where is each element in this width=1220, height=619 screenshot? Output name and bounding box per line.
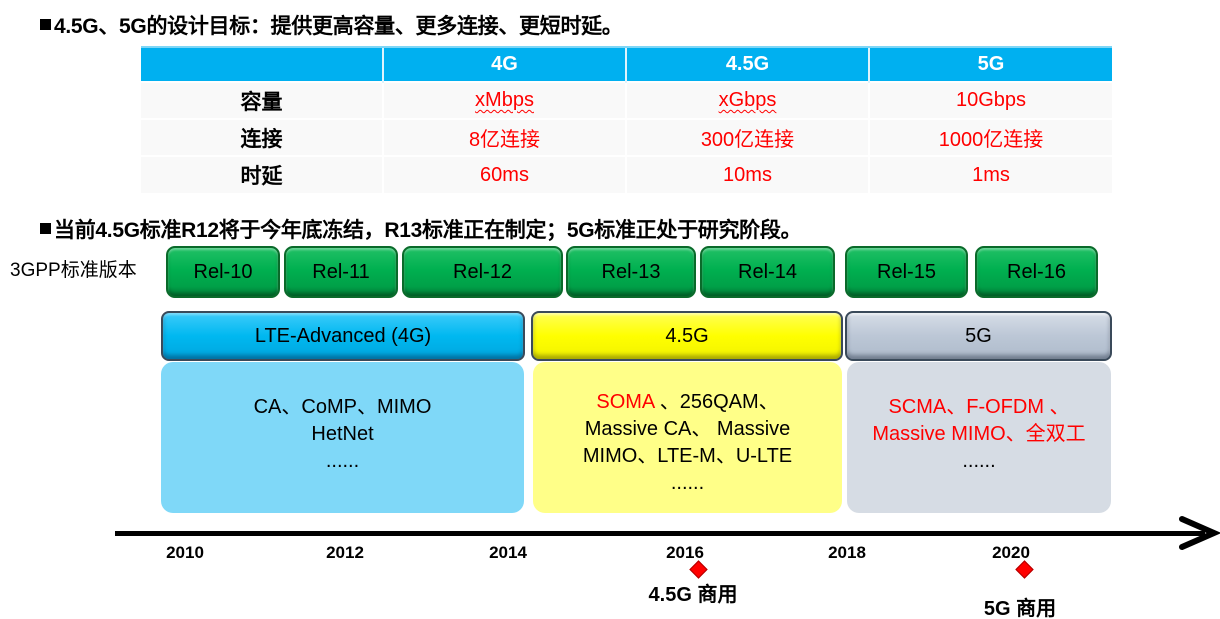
release-row-label: 3GPP标准版本 <box>10 260 137 281</box>
era-bar-4-5g: 4.5G <box>531 311 843 361</box>
tech-line: SOMA 、256QAM、 <box>596 389 778 416</box>
year-label-2018: 2018 <box>828 543 866 562</box>
goals-heading-text: 4.5G、5G的设计目标：提供更高容量、更多连接、更短时延。 <box>54 15 623 38</box>
year-label-2020: 2020 <box>992 543 1030 562</box>
tech-box-lte-advanced: CA、CoMP、MIMO HetNet ...... <box>161 362 524 513</box>
tech-box-5g: SCMA、F-OFDM 、 Massive MIMO、全双工 ...... <box>847 362 1111 513</box>
year-label-2014: 2014 <box>489 543 527 562</box>
arrow-right-icon <box>1179 516 1220 550</box>
column-header-4-5g: 4.5G <box>625 46 869 82</box>
tech-box-4-5g: SOMA 、256QAM、 Massive CA、 Massive MIMO、L… <box>533 362 842 513</box>
year-label-2016: 2016 <box>666 543 704 562</box>
release-rel-10: Rel-10 <box>166 246 280 298</box>
latency-5g: 1ms <box>868 155 1112 193</box>
latency-4-5g: 10ms <box>625 155 869 193</box>
year-label-2010: 2010 <box>166 543 204 562</box>
column-header-empty <box>141 46 383 82</box>
release-rel-12: Rel-12 <box>402 246 563 298</box>
tech-line: ...... <box>962 450 996 472</box>
table-header-row: 4G 4.5G 5G <box>141 46 1112 82</box>
row-label: 容量 <box>141 81 383 119</box>
table-row-connections: 连接 8亿连接 300亿连接 1000亿连接 <box>141 118 1112 156</box>
tech-line: Massive CA、 Massive <box>584 417 791 440</box>
tech-line: ...... <box>670 471 705 494</box>
row-label: 连接 <box>141 118 383 156</box>
connections-5g: 1000亿连接 <box>868 118 1112 156</box>
square-bullet-icon <box>40 19 51 30</box>
release-rel-16: Rel-16 <box>975 246 1098 298</box>
table-row-latency: 时延 60ms 10ms 1ms <box>141 155 1112 193</box>
capacity-4g: xMbps <box>475 89 534 111</box>
connections-4g: 8亿连接 <box>382 118 626 156</box>
tech-line-text: 、256QAM、 <box>654 390 779 413</box>
tech-highlight-soma: SOMA <box>596 390 655 413</box>
era-bar-lte-advanced: LTE-Advanced (4G) <box>161 311 525 361</box>
column-header-4g: 4G <box>382 46 626 82</box>
status-heading-text: 当前4.5G标准R12将于今年底冻结，R13标准正在制定；5G标准正处于研究阶段… <box>54 219 802 242</box>
tech-line: MIMO、LTE-M、U-LTE <box>582 444 793 467</box>
milestone-4-5g-commercial: 4.5G 商用 <box>648 584 738 606</box>
capacity-4-5g: xGbps <box>718 89 777 111</box>
release-rel-11: Rel-11 <box>284 246 398 298</box>
column-header-5g: 5G <box>868 46 1112 82</box>
connections-4-5g: 300亿连接 <box>625 118 869 156</box>
table-row-capacity: 容量 xMbps xGbps 10Gbps <box>141 81 1112 119</box>
release-rel-15: Rel-15 <box>845 246 968 298</box>
release-rel-13: Rel-13 <box>566 246 696 298</box>
tech-line: ...... <box>325 450 360 472</box>
capacity-5g: 10Gbps <box>868 81 1112 119</box>
square-bullet-icon <box>40 223 51 234</box>
era-bar-5g: 5G <box>845 311 1112 361</box>
status-heading: 当前4.5G标准R12将于今年底冻结，R13标准正在制定；5G标准正处于研究阶段… <box>40 214 802 244</box>
tech-line: HetNet <box>311 423 374 445</box>
milestone-diamond-icon <box>1015 560 1034 579</box>
milestone-5g-commercial: 5G 商用 <box>983 598 1057 619</box>
latency-4g: 60ms <box>382 155 626 193</box>
table-cell: xMbps <box>382 81 626 119</box>
comparison-table: 4G 4.5G 5G 容量 xMbps xGbps 10Gbps 连接 8亿连接… <box>141 46 1112 193</box>
goals-heading: 4.5G、5G的设计目标：提供更高容量、更多连接、更短时延。 <box>40 10 623 40</box>
tech-line: Massive MIMO、全双工 <box>872 423 1086 445</box>
tech-line: SCMA、F-OFDM 、 <box>888 396 1070 418</box>
timeline-axis <box>115 531 1205 536</box>
row-label: 时延 <box>141 155 383 193</box>
milestone-diamond-icon <box>689 560 708 579</box>
tech-line: CA、CoMP、MIMO <box>253 396 432 418</box>
table-cell: xGbps <box>625 81 869 119</box>
year-label-2012: 2012 <box>326 543 364 562</box>
release-rel-14: Rel-14 <box>700 246 835 298</box>
